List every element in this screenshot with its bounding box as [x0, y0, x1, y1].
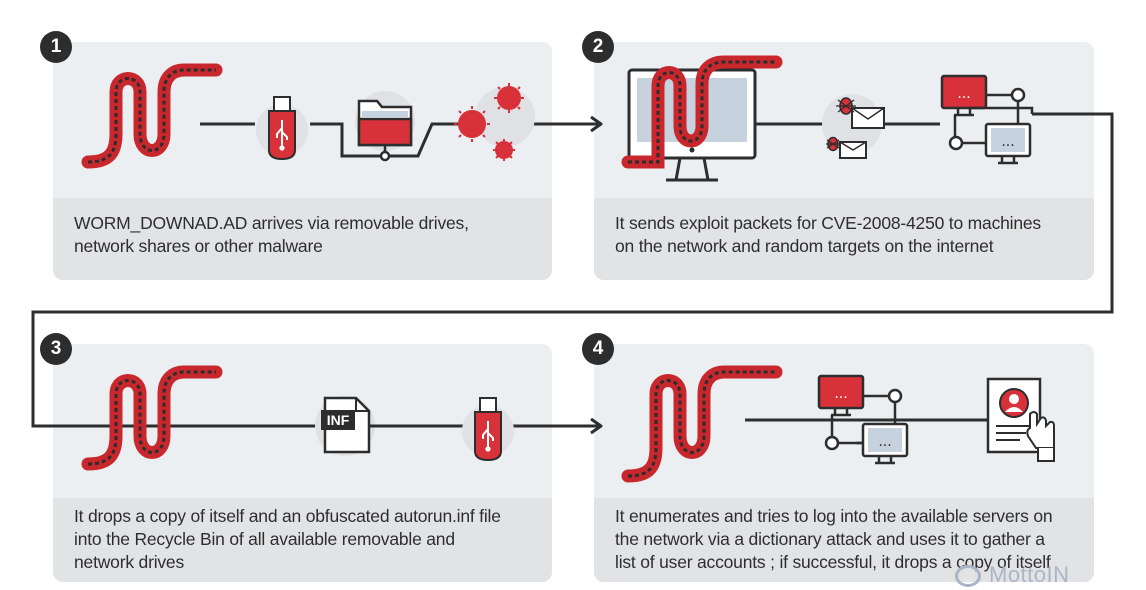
- watermark: MottoIN: [955, 562, 1070, 588]
- step-2-caption: It sends exploit packets for CVE-2008-42…: [594, 198, 1094, 280]
- step-1-badge: 1: [40, 31, 72, 63]
- step-3-caption-line: network drives: [74, 552, 185, 572]
- usb-drive-icon: [255, 96, 309, 160]
- step-4-caption-line: list of user accounts ; if successful, i…: [615, 552, 1051, 572]
- step-1-caption-line: network shares or other malware: [74, 236, 323, 256]
- step-4-caption-line: It enumerates and tries to log into the …: [615, 506, 1053, 526]
- virus-icon: [454, 83, 535, 161]
- step-2-caption-line: on the network and random targets on the…: [615, 236, 994, 256]
- worm-icon: [88, 70, 216, 162]
- step-3-caption-line: into the Recycle Bin of all available re…: [74, 529, 455, 549]
- step-4-caption-line: the network via a dictionary attack and …: [615, 529, 1045, 549]
- folder-icon: [355, 91, 415, 162]
- worm-icon: [621, 365, 783, 483]
- step-1-caption: WORM_DOWNAD.AD arrives via removable dri…: [53, 198, 552, 280]
- step-1-caption-line: WORM_DOWNAD.AD arrives via removable dri…: [74, 213, 469, 233]
- worm-icon: [88, 372, 216, 464]
- network-computers-icon: [817, 374, 909, 465]
- step-2-panel: It sends exploit packets for CVE-2008-42…: [594, 42, 1094, 280]
- flow-connector: [31, 112, 1114, 435]
- chat-logo-icon: [955, 565, 981, 588]
- step-2-caption-line: It sends exploit packets for CVE-2008-42…: [615, 213, 1041, 233]
- worm-icon: [621, 55, 783, 169]
- step-4-badge: 4: [582, 333, 614, 365]
- step-4-caption: It enumerates and tries to log into the …: [594, 498, 1094, 582]
- step-2-badge: 2: [582, 31, 614, 63]
- step-1-panel: WORM_DOWNAD.AD arrives via removable dri…: [53, 42, 552, 280]
- step-3-badge: 3: [40, 333, 72, 365]
- user-profile-icon: [986, 377, 1055, 462]
- network-computers-icon: [940, 74, 1034, 165]
- inf-file-label: INF: [327, 412, 350, 428]
- bug-packet-icon: [822, 94, 885, 159]
- usb-drive-icon: [461, 397, 515, 461]
- step-3-panel: It drops a copy of itself and an obfusca…: [53, 344, 552, 582]
- watermark-text: MottoIN: [989, 562, 1070, 587]
- inf-file-icon: INF: [315, 396, 375, 456]
- step-3-caption: It drops a copy of itself and an obfusca…: [53, 498, 552, 582]
- step-3-caption-line: It drops a copy of itself and an obfusca…: [74, 506, 501, 526]
